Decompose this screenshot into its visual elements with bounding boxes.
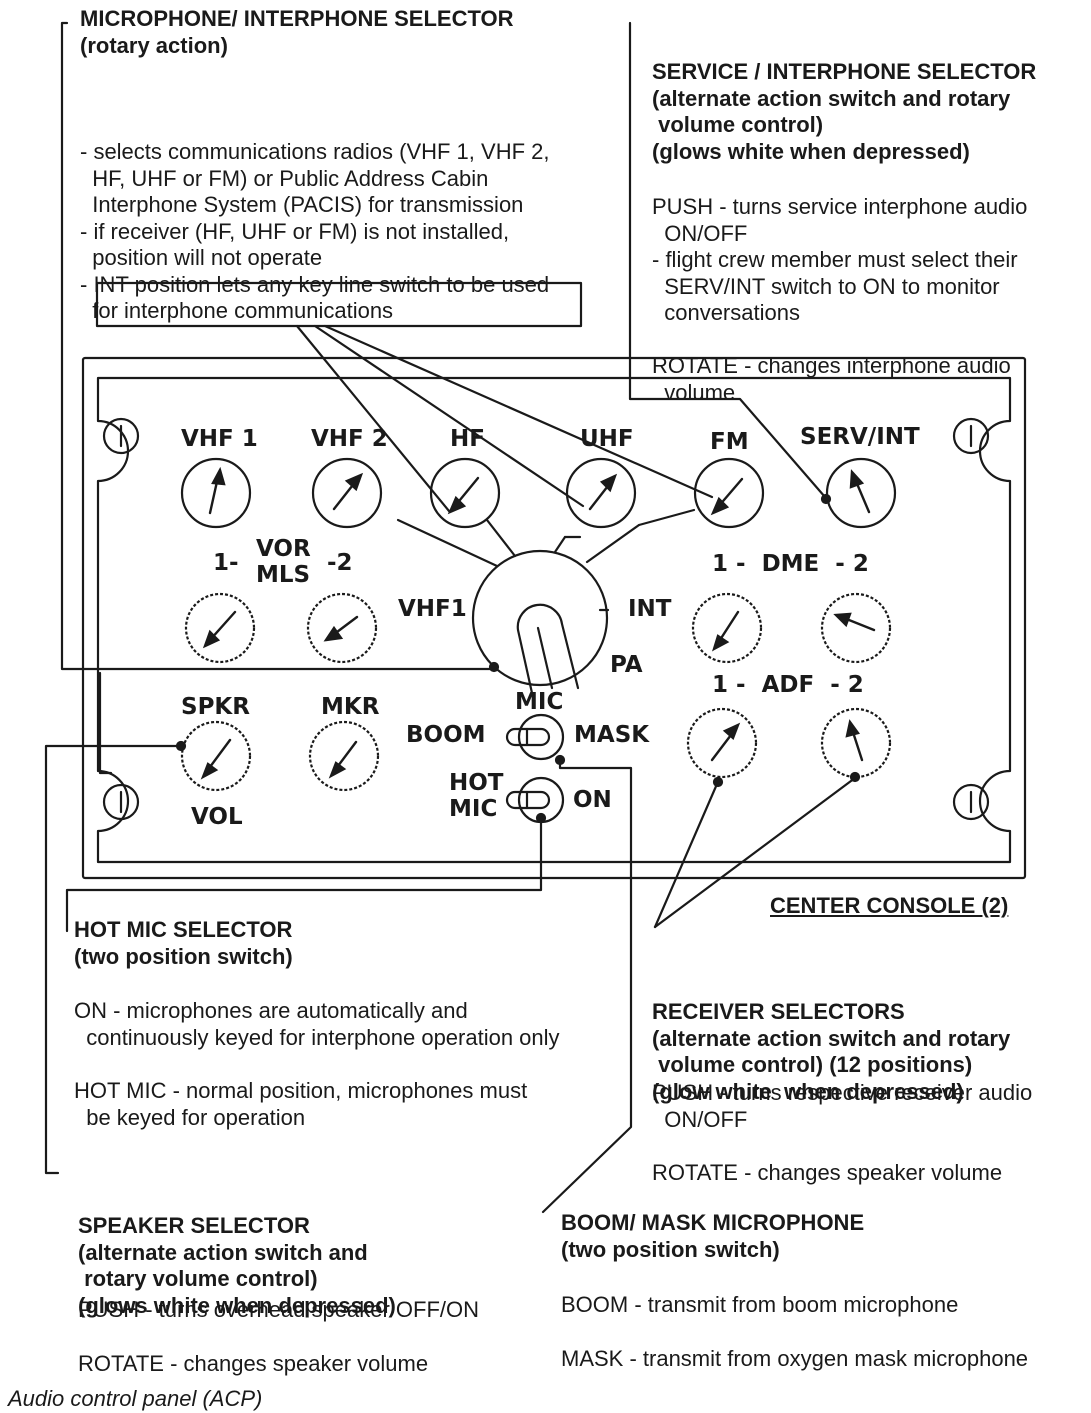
knob-mkr — [308, 720, 380, 792]
label-hf: HF — [450, 426, 485, 452]
mic-selector-box — [95, 281, 583, 328]
boom-mask-toggle-icon — [505, 713, 565, 761]
pointer-icon — [332, 472, 364, 511]
knob-vhf1 — [180, 457, 252, 529]
mic-selector-title: MICROPHONE/ INTERPHONE SELECTOR(rotary a… — [80, 6, 514, 58]
pointer-icon — [711, 610, 740, 652]
knob-dme-2 — [820, 592, 892, 664]
screw-icon — [102, 417, 140, 455]
label-sel-int: INT — [628, 596, 672, 622]
pointer-icon — [710, 722, 741, 762]
screw-icon — [952, 783, 990, 821]
label-mask: MASK — [574, 722, 650, 748]
serv-selector-rotate: ROTATE - changes interphone audio volume — [652, 353, 1011, 405]
mic-selector-pointer — [516, 603, 580, 695]
receiver-rotate: ROTATE - changes speaker volume — [652, 1160, 1003, 1185]
label-vor: VOR — [256, 536, 311, 562]
speaker-push: PUSH - turns overhead speaker OFF/ON — [78, 1297, 480, 1322]
pointer-icon — [710, 477, 744, 516]
knob-dme-1 — [691, 592, 763, 664]
receiver-title: RECEIVER SELECTORS(alternate action swit… — [652, 999, 1011, 1104]
knob-vhf2 — [311, 457, 383, 529]
pointer-icon — [323, 615, 359, 642]
knob-adf-2 — [820, 707, 892, 779]
panel-inner-border — [96, 376, 1012, 864]
knob-vor-2 — [306, 592, 378, 664]
pointer-icon — [447, 476, 480, 515]
knob-hf — [429, 457, 501, 529]
boom-mask-boom: BOOM - transmit from boom microphone — [561, 1292, 959, 1317]
knob-adf-1 — [686, 707, 758, 779]
label-vhf1: VHF 1 — [181, 426, 258, 452]
mic-selector-knob — [471, 549, 609, 687]
knob-fm — [693, 457, 765, 529]
knob-spkr — [180, 720, 252, 792]
label-mkr: MKR — [321, 694, 380, 720]
pointer-icon — [849, 469, 871, 514]
boom-mask-mask: MASK - transmit from oxygen mask microph… — [561, 1346, 1029, 1371]
label-hot-mic: MIC — [449, 796, 498, 822]
pointer-icon — [208, 466, 226, 515]
speaker-rotate: ROTATE - changes speaker volume — [78, 1351, 429, 1376]
label-boom: BOOM — [406, 722, 486, 748]
label-vor-2: -2 — [327, 550, 353, 576]
mic-selector-body: - selects communications radios (VHF 1, … — [80, 139, 550, 323]
screw-icon — [102, 783, 140, 821]
panel-outer-border — [81, 356, 1027, 880]
pointer-icon — [845, 719, 864, 762]
knob-uhf — [565, 457, 637, 529]
label-uhf: UHF — [580, 426, 634, 452]
label-vol: VOL — [191, 804, 243, 830]
location-label: CENTER CONSOLE (2) — [770, 893, 1009, 918]
label-fm: FM — [710, 429, 749, 455]
label-sel-pa: PA — [610, 652, 643, 678]
pointer-icon — [200, 738, 232, 780]
figure-caption: Audio control panel (ACP) — [8, 1386, 263, 1411]
boom-mask-title: BOOM/ MASK MICROPHONE(two position switc… — [561, 1210, 865, 1262]
speaker-title: SPEAKER SELECTOR(alternate action switch… — [78, 1213, 396, 1318]
label-vor-1: 1- — [213, 550, 239, 576]
hot-mic-on: ON - microphones are automatically and c… — [74, 998, 560, 1050]
hot-mic-hot: HOT MIC - normal position, microphones m… — [74, 1078, 528, 1130]
receiver-push: PUSH - turns respective receiver audio O… — [652, 1080, 1033, 1132]
screw-icon — [952, 417, 990, 455]
label-sel-vhf1: VHF1 — [398, 596, 467, 622]
hot-mic-title: HOT MIC SELECTOR(two position switch) — [74, 917, 293, 969]
pointer-icon — [202, 610, 237, 649]
label-on: ON — [573, 787, 612, 813]
pointer-icon — [833, 612, 876, 632]
label-mic: MIC — [515, 689, 564, 715]
label-vhf2: VHF 2 — [311, 426, 388, 452]
label-serv-int: SERV/INT — [800, 424, 920, 450]
serv-selector-push: PUSH - turns service interphone audio ON… — [652, 194, 1028, 325]
label-hot: HOT — [449, 770, 504, 796]
label-mls: MLS — [256, 562, 311, 588]
pointer-icon — [588, 473, 618, 511]
label-spkr: SPKR — [181, 694, 250, 720]
knob-vor-1 — [184, 592, 256, 664]
serv-selector-title: SERVICE / INTERPHONE SELECTOR(alternate … — [652, 59, 1037, 164]
label-dme: 1 - DME - 2 — [712, 551, 869, 577]
hot-mic-toggle-icon — [505, 776, 565, 824]
label-adf: 1 - ADF - 2 — [712, 672, 864, 698]
pointer-icon — [328, 740, 358, 779]
knob-serv-int — [825, 457, 897, 529]
